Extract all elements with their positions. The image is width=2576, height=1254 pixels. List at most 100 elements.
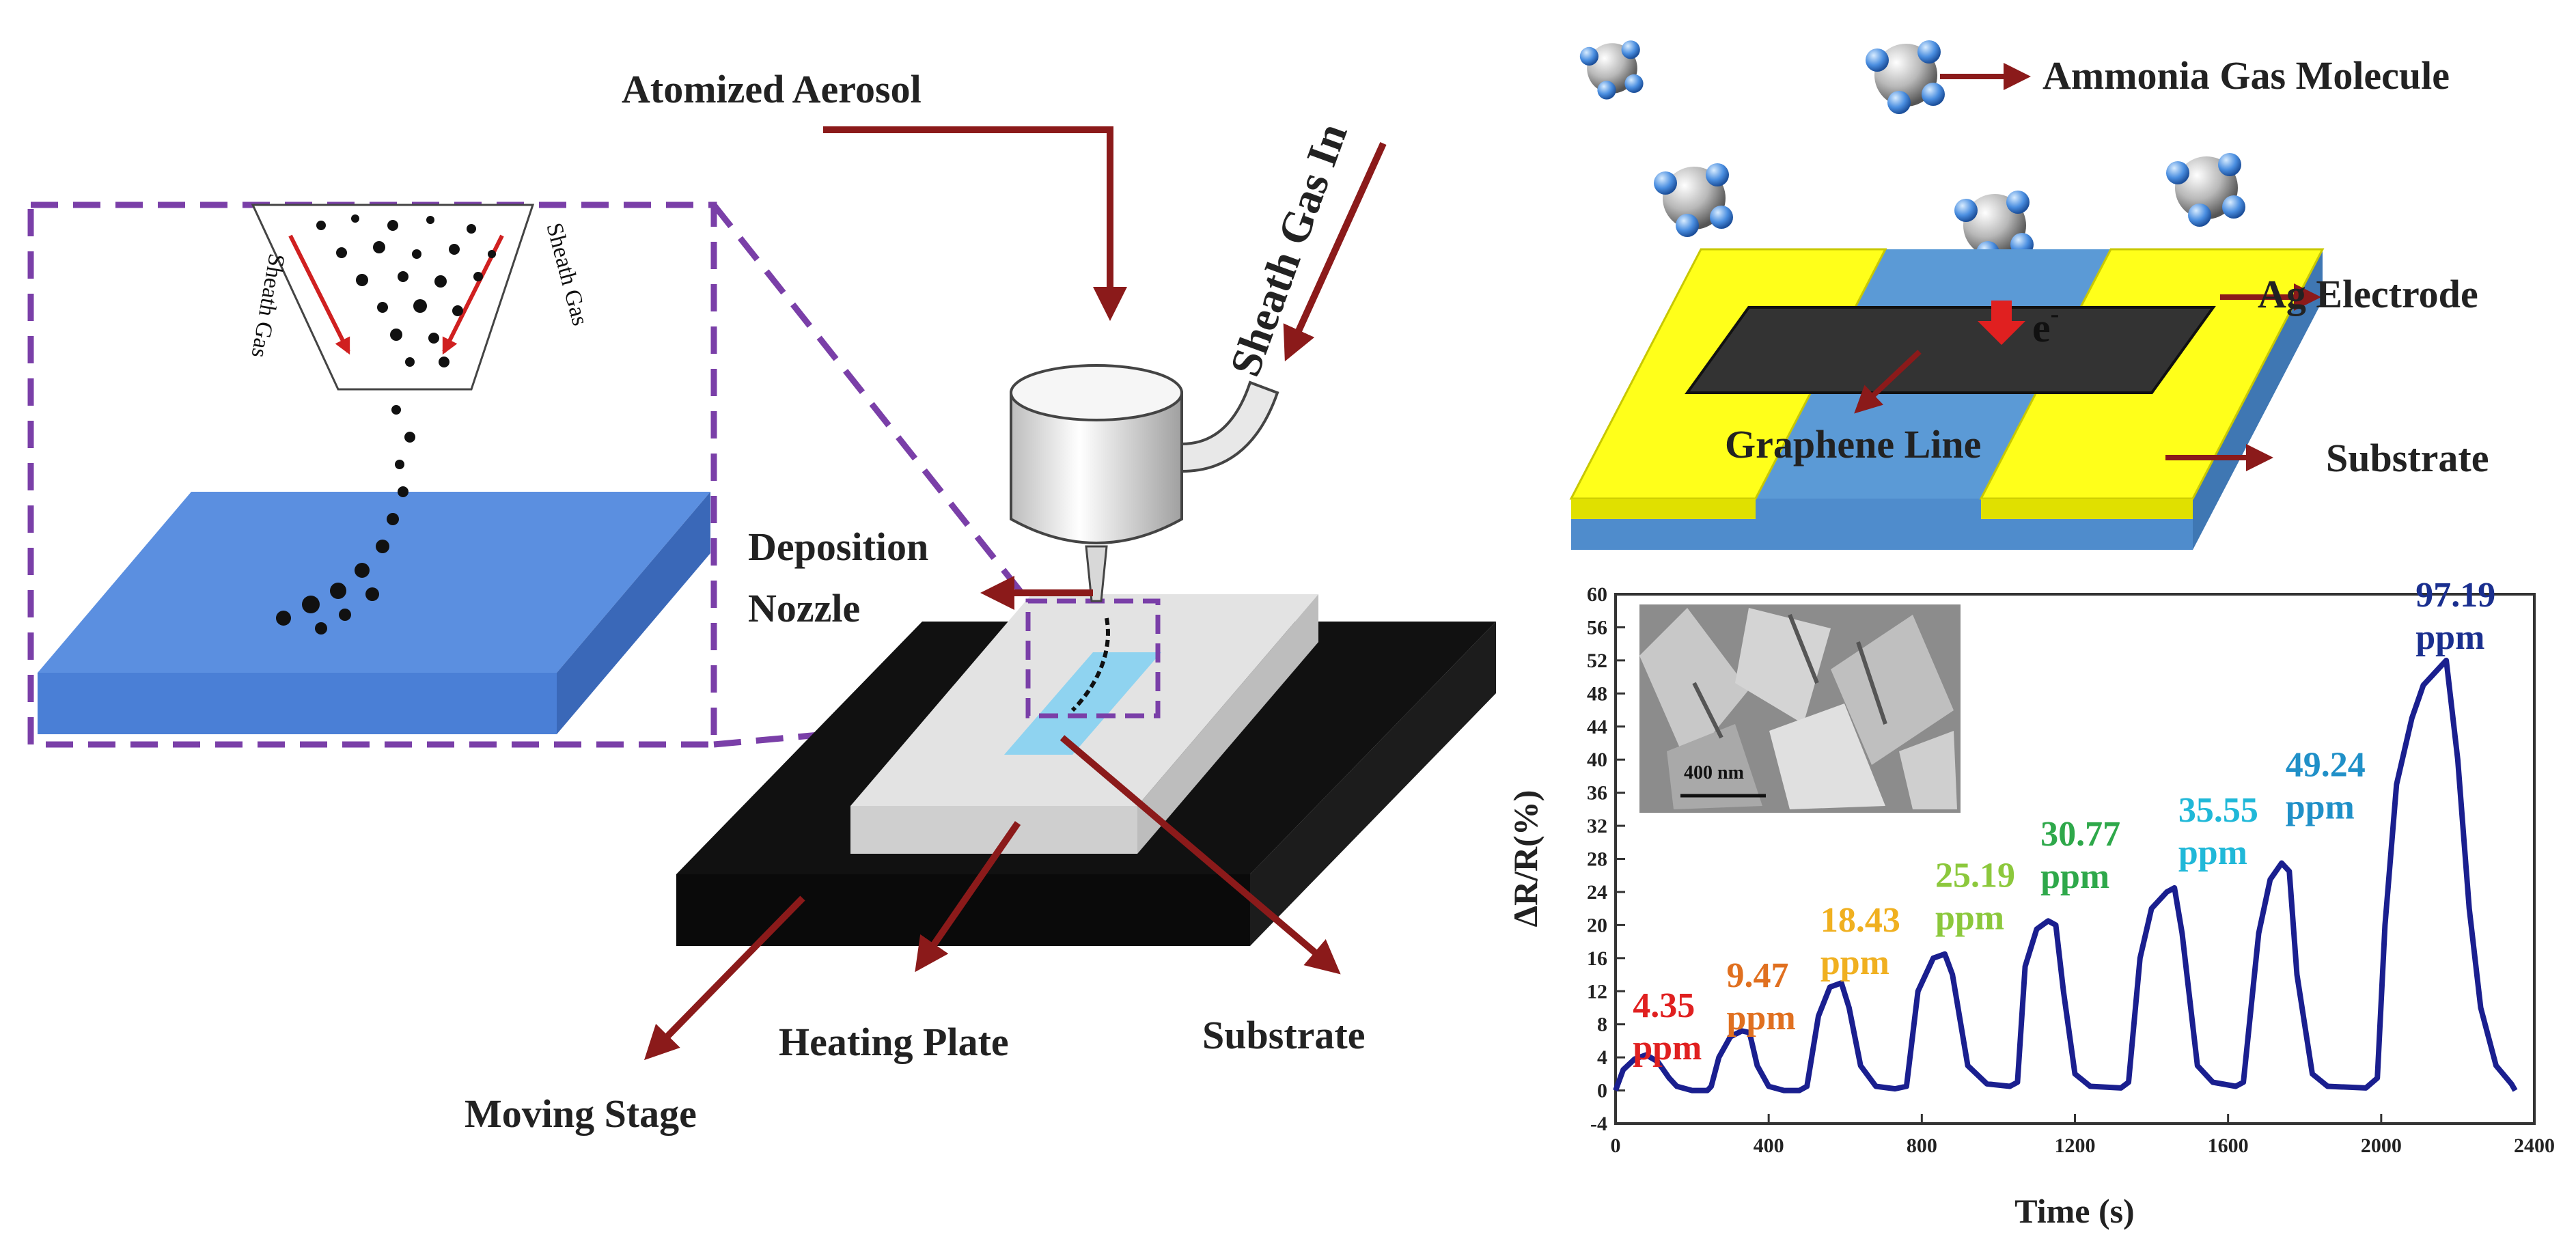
moving-stage-arrow: [644, 895, 805, 1061]
atomized-aerosol-label: Atomized Aerosol: [622, 67, 922, 111]
substrate-arrow: [1060, 735, 1341, 975]
annotation-value: 9.47: [1727, 956, 1789, 995]
droplet: [339, 609, 351, 621]
electron-label: e-: [2032, 300, 2059, 350]
substrate-label: Substrate: [1202, 1013, 1365, 1057]
printer-schematic: Sheath Gas Sheath Gas: [27, 67, 1496, 1136]
heating-plate-label: Heating Plate: [779, 1020, 1009, 1064]
printed-line: [1070, 617, 1110, 712]
ag-electrode-left-front: [1571, 499, 1756, 519]
y-tick-label: 20: [1587, 914, 1607, 936]
droplet: [488, 250, 496, 258]
y-tick-label: 28: [1587, 848, 1607, 871]
concentration-annotations: 4.35ppm9.47ppm18.43ppm25.19ppm30.77ppm35…: [1633, 576, 2495, 1068]
aerosol-arrow: [823, 126, 1127, 321]
annotation-value: 4.35: [1633, 986, 1695, 1025]
x-tick-label: 0: [1611, 1134, 1621, 1157]
droplet: [377, 302, 388, 313]
droplet: [387, 220, 398, 231]
ag-electrode-label: Ag Electrode: [2258, 272, 2478, 316]
droplet: [365, 587, 379, 601]
x-axis-title: Time (s): [2014, 1192, 2134, 1230]
graphene-line: [1685, 306, 2216, 394]
annotation-unit: ppm: [1820, 943, 1889, 982]
ammonia-molecule-5: [2166, 153, 2245, 227]
droplet: [336, 247, 347, 258]
electron-arrow: [1978, 301, 2025, 345]
deposition-label: Deposition: [748, 525, 928, 569]
droplet: [404, 432, 415, 443]
annotation-value: 18.43: [1820, 901, 1900, 940]
inset-nozzle: [251, 204, 535, 391]
y-tick-label: 40: [1587, 749, 1607, 771]
y-tick-label: 52: [1587, 650, 1607, 672]
droplet: [473, 272, 483, 281]
annotation-value: 25.19: [1935, 856, 2015, 895]
heating-plate-arrow: [915, 821, 1021, 973]
y-tick-label: 48: [1587, 682, 1607, 705]
annotation-value: 30.77: [2040, 815, 2120, 854]
sensor-substrate-label: Substrate: [2326, 436, 2489, 480]
annotation-unit: ppm: [2040, 857, 2109, 896]
droplet: [391, 405, 401, 415]
droplet: [413, 299, 427, 313]
y-tick-label: 44: [1587, 716, 1607, 738]
y-tick-label: 56: [1587, 616, 1607, 639]
droplet: [428, 333, 439, 344]
sensor-substrate-side: [2193, 249, 2323, 550]
droplet: [376, 540, 389, 553]
annotation-unit: ppm: [1633, 1029, 1702, 1068]
droplet: [373, 241, 385, 253]
annotation-unit: ppm: [2415, 618, 2484, 657]
droplet: [398, 486, 408, 497]
nozzle-body: [1010, 364, 1279, 602]
droplet: [398, 271, 408, 282]
droplet: [439, 357, 449, 367]
sem-scale-label: 400 nm: [1684, 762, 1744, 783]
annotation-unit: ppm: [2178, 833, 2247, 872]
inset-sheath-gas-right: Sheath Gas: [541, 220, 593, 328]
droplet: [405, 357, 415, 367]
x-tick-label: 1200: [2055, 1134, 2096, 1157]
droplet: [395, 460, 404, 469]
annotation-value: 97.19: [2415, 576, 2495, 615]
nozzle-label: Nozzle: [748, 586, 860, 630]
droplet: [355, 563, 370, 578]
droplet: [434, 275, 447, 288]
y-tick-label: 32: [1587, 815, 1607, 837]
x-tick-label: 1600: [2208, 1134, 2249, 1157]
substrate-strip: [1004, 652, 1161, 755]
droplet: [412, 249, 421, 259]
graphene-line-label: Graphene Line: [1725, 422, 1981, 466]
x-tick-label: 2000: [2361, 1134, 2402, 1157]
y-tick-label: 16: [1587, 947, 1607, 970]
droplet: [452, 305, 463, 316]
annotation-value: 35.55: [2178, 791, 2258, 830]
graphene-arrow: [1854, 350, 1922, 414]
droplet: [467, 224, 476, 234]
moving-stage-label: Moving Stage: [465, 1091, 697, 1136]
ammonia-molecule-1: [1579, 40, 1644, 100]
droplet: [426, 216, 434, 224]
y-tick-label: 12: [1587, 980, 1607, 1003]
droplet: [276, 611, 291, 626]
droplet: [351, 214, 359, 223]
droplet: [387, 513, 399, 525]
droplet: [390, 329, 402, 341]
droplet: [449, 244, 460, 255]
sem-inset: 400 nm: [1639, 604, 1961, 813]
y-tick-label: 60: [1587, 583, 1607, 606]
ag-electrode-right-front: [1981, 499, 2193, 519]
y-tick-label: 36: [1587, 782, 1607, 805]
droplet: [315, 622, 327, 635]
ammonia-molecule-3: [1654, 163, 1733, 237]
droplet: [316, 221, 326, 230]
y-tick-label: 8: [1597, 1014, 1607, 1036]
annotation-value: 49.24: [2286, 745, 2366, 784]
ammonia-molecule-2: [1866, 40, 1945, 114]
y-tick-label: -4: [1590, 1113, 1607, 1135]
annotation-unit: ppm: [1935, 899, 2004, 938]
